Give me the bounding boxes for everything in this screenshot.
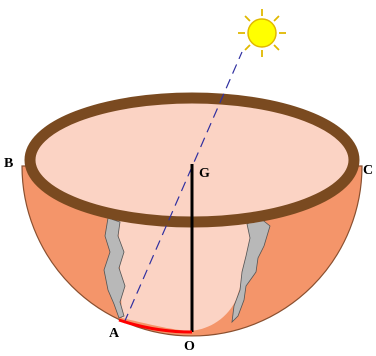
label-a: A bbox=[109, 326, 120, 341]
cutaway-inner-surface bbox=[118, 218, 262, 331]
label-b: B bbox=[4, 156, 13, 171]
shadow-arc-ao bbox=[118, 318, 193, 334]
right-crack-edge bbox=[231, 217, 271, 324]
sun-ray-stroke bbox=[273, 15, 280, 22]
label-o: O bbox=[184, 339, 195, 351]
label-g: G bbox=[199, 166, 210, 181]
sun-ray-stroke bbox=[244, 15, 251, 22]
left-crack-edge bbox=[103, 217, 126, 319]
sun-ray-dashed-line bbox=[123, 51, 243, 324]
label-c: C bbox=[363, 163, 373, 178]
sun-icon bbox=[238, 9, 286, 57]
inner-bowl-surface bbox=[34, 102, 350, 218]
sun-ray-stroke bbox=[244, 44, 251, 51]
sun-ray-stroke bbox=[273, 44, 280, 51]
